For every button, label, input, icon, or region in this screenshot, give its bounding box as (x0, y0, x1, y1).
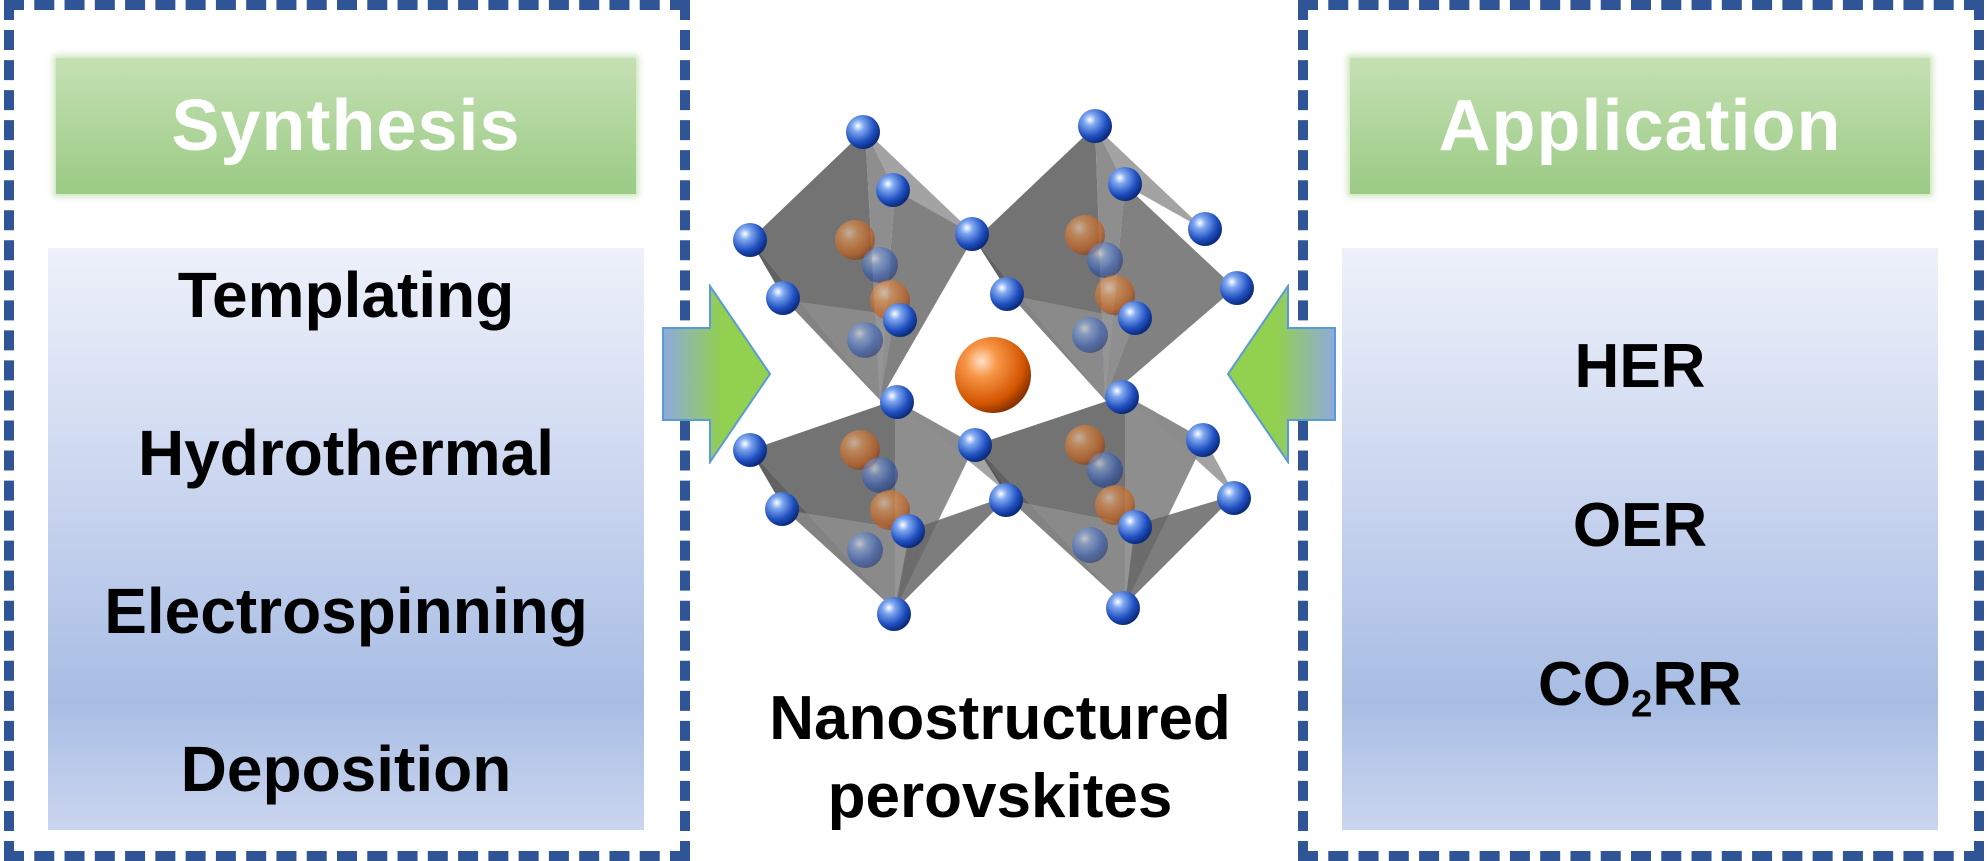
structure-caption: Nanostructured perovskites (700, 680, 1300, 836)
arrow-right-icon (662, 284, 772, 464)
anion-spheres (733, 109, 1254, 631)
octahedron-bottom-left (750, 400, 1010, 610)
synthesis-item-hydrothermal: Hydrothermal (137, 417, 555, 489)
caption-line-2: perovskites (827, 762, 1173, 831)
synthesis-panel (4, 0, 690, 861)
application-item-oer: OER (1572, 491, 1708, 560)
synthesis-item-deposition: Deposition (180, 733, 512, 805)
synthesis-list: Templating Hydrothermal Electrospinning … (48, 248, 644, 830)
synthesis-item-electrospinning: Electrospinning (104, 575, 588, 647)
arrow-left-icon (1226, 284, 1336, 464)
co2rr-suffix: RR (1652, 650, 1742, 719)
perovskite-structure-illustration (733, 109, 1254, 631)
application-item-her: HER (1574, 332, 1706, 401)
co2rr-subscript: 2 (1631, 682, 1653, 726)
application-item-co2rr: CO2RR (1342, 650, 1938, 723)
central-cation-sphere (955, 337, 1031, 413)
application-list: HER OER CO2RR (1342, 248, 1938, 830)
application-header: Application (1350, 58, 1930, 194)
octahedron-top-left (750, 130, 975, 400)
co2rr-prefix: CO (1538, 650, 1632, 719)
application-panel (1298, 0, 1984, 861)
synthesis-header: Synthesis (56, 58, 636, 194)
caption-line-1: Nanostructured (769, 684, 1231, 753)
synthesis-item-templating: Templating (177, 259, 515, 331)
